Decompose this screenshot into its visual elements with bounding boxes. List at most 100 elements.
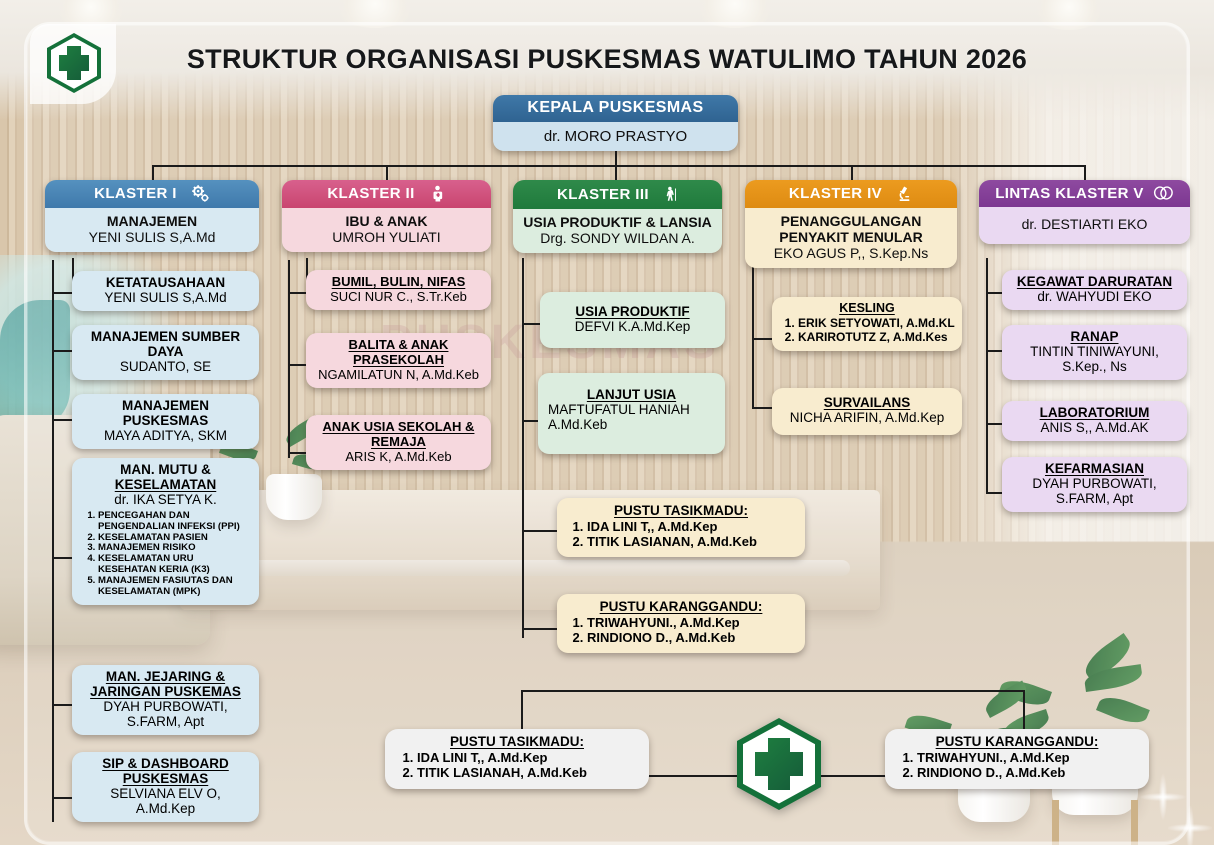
klaster1-header: KLASTER I [94,185,177,202]
node-lanjut-usia[interactable]: LANJUT USIA MAFTUFATUL HANIAH A.Md.Keb [538,373,725,454]
item-name: NGAMILATUN N, A.Md.Keb [318,367,479,382]
list-item: IDA LINI T,, A.Md.Kep [587,519,799,535]
item-name: SUDANTO, SE [119,359,212,374]
klaster2-name: UMROH YULIATI [332,229,441,245]
klaster4-header: KLASTER IV [788,185,883,202]
item-name: SUCI NUR C., S.Tr.Keb [330,289,467,304]
sublist-item: MANAJEMEN RISIKO [98,543,253,554]
list-item: IDA LINI T,, A.Md.Kep [417,750,643,766]
node-manajemen-sumber-daya[interactable]: MANAJEMEN SUMBER DAYA SUDANTO, SE [72,325,259,380]
item-name-line1: DYAH PURBOWATI, [1032,476,1157,491]
klaster4-title-line2: PENYAKIT MENULAR [779,229,923,245]
item-name-line2: S.FARM, Apt [1055,491,1134,506]
klaster4-title-line1: PENANGGULANGAN [780,213,922,229]
node-kefarmasian[interactable]: KEFARMASIAN DYAH PURBOWATI, S.FARM, Apt [1002,457,1187,512]
item-name: ANIS S,, A.Md.AK [1040,420,1149,435]
list-item: RINDIONO D., A.Md.Keb [917,765,1143,781]
sublist-item: KESELAMATAN PASIEN [98,532,253,544]
node-pustu-tasikmadu-mid[interactable]: PUSTU TASIKMADU: IDA LINI T,, A.Md.Kep T… [557,498,805,558]
node-usia-produktif[interactable]: USIA PRODUKTIF DEFVI K.A.Md.Kep [540,292,725,348]
node-manajemen-puskesmas[interactable]: MANAJEMEN PUSKESMAS MAYA ADITYA, SKM [72,394,259,449]
item-title: KESLING [839,301,895,315]
mutu-sublist: PENCEGAHAN DAN PENGENDALIAN INFEKSI (PPI… [78,510,253,598]
item-name: ARIS K, A.Md.Keb [345,449,452,464]
list-item: TITIK LASIANAN, A.Md.Keb [587,534,799,550]
node-kegawat-daruratan[interactable]: KEGAWAT DARURATAN dr. WAHYUDI EKO [1002,270,1187,310]
item-name: YENI SULIS S,A.Md [104,290,227,305]
item-name-line2: S.Kep., Ns [1062,359,1127,374]
item-title: PUSTU TASIKMADU: [450,734,584,749]
item-title: PUSTU KARANGGANDU: [935,734,1099,749]
klaster2-header: KLASTER II [327,185,415,202]
item-title-line2: PUSKESMAS [122,771,209,786]
node-anak-usia-sekolah-remaja[interactable]: ANAK USIA SEKOLAH & REMAJA ARIS K, A.Md.… [306,415,491,470]
list-item: KARIROTUTZ Z, A.Md.Kes [798,330,957,345]
node-ketatausahaan[interactable]: KETATAUSAHAAN YENI SULIS S,A.Md [72,271,259,311]
item-title-line1: MAN. MUTU & [120,462,211,477]
node-kepala-puskesmas[interactable]: KEPALA PUSKESMAS dr. MORO PRASTYO [493,95,738,151]
sublist-item: PENCEGAHAN DAN PENGENDALIAN INFEKSI (PPI… [98,510,253,533]
kepala-name: dr. MORO PRASTYO [493,122,738,151]
item-title-line2: REMAJA [371,434,426,449]
item-name: MAYA ADITYA, SKM [103,428,228,443]
item-title: USIA PRODUKTIF [575,304,690,319]
node-man-jejaring-jaringan[interactable]: MAN. JEJARING & JARINGAN PUSKEMAS DYAH P… [72,665,259,735]
node-balita-anak-prasekolah[interactable]: BALITA & ANAK PRASEKOLAH NGAMILATUN N, A… [306,333,491,388]
item-name-line2: S.FARM, Apt [126,714,205,729]
node-footer-pustu-karanggandu[interactable]: PUSTU KARANGGANDU: TRIWAHYUNI., A.Md.Kep… [885,729,1149,790]
counter-trim [210,560,850,576]
list-item: RINDIONO D., A.Md.Keb [587,630,799,646]
sublist-item: MANAJEMEN FASIUTAS DAN KESELAMATAN (MPK) [98,575,253,598]
node-pustu-karanggandu-mid[interactable]: PUSTU KARANGGANDU: TRIWAHYUNI., A.Md.Kep… [557,594,805,654]
item-title-line1: SIP & DASHBOARD [102,756,229,771]
klaster3-name: Drg. SONDY WILDAN A. [540,230,695,246]
node-klaster-2[interactable]: KLASTER II IBU & ANAK UMROH YULIATI [282,180,491,252]
item-title-line2: PRASEKOLAH [352,352,444,367]
node-bumil-bulin-nifas[interactable]: BUMIL, BULIN, NIFAS SUCI NUR C., S.Tr.Ke… [306,270,491,310]
wall-art-shape [0,300,70,430]
node-kesling[interactable]: KESLING ERIK SETYOWATI, A.Md.KL KARIROTU… [772,297,962,352]
item-name-line2: A.Md.Keb [548,417,608,432]
kepala-header: KEPALA PUSKESMAS [493,95,738,122]
page-title: STRUKTUR ORGANISASI PUSKESMAS WATULIMO T… [186,44,1028,74]
item-name-line1: TINTIN TINIWAYUNI, [1030,344,1159,359]
item-title: MANAJEMEN PUSKESMAS [121,398,209,428]
item-title: LABORATORIUM [1039,405,1150,420]
item-title: PUSTU KARANGGANDU: [599,599,763,614]
item-name: dr. IKA SETYA K. [114,492,217,507]
list-item: TRIWAHYUNI., A.Md.Kep [917,750,1143,766]
list-item: ERIK SETYOWATI, A.Md.KL [798,316,957,331]
klaster1-name: YENI SULIS S,A.Md [88,229,216,245]
node-klaster-3[interactable]: KLASTER III USIA PRODUKTIF & LANSIA Drg.… [513,180,722,253]
item-title-line2: JARINGAN PUSKEMAS [90,684,241,699]
footer-list: TRIWAHYUNI., A.Md.Kep RINDIONO D., A.Md.… [891,750,1143,781]
klaster3-header: KLASTER III [557,185,649,203]
node-sip-dashboard-puskesmas[interactable]: SIP & DASHBOARD PUSKESMAS SELVIANA ELV O… [72,752,259,822]
node-ranap[interactable]: RANAP TINTIN TINIWAYUNI, S.Kep., Ns [1002,325,1187,380]
node-survailans[interactable]: SURVAILANS NICHA ARIFIN, A.Md.Kep [772,388,962,435]
node-klaster-5[interactable]: LINTAS KLASTER V dr. DESTIARTI EKO [979,180,1190,244]
list-item: TITIK LASIANAH, A.Md.Keb [417,765,643,781]
list-item: TRIWAHYUNI., A.Md.Kep [587,615,799,631]
node-laboratorium[interactable]: LABORATORIUM ANIS S,, A.Md.AK [1002,401,1187,441]
node-man-mutu-keselamatan[interactable]: MAN. MUTU & KESELAMATAN dr. IKA SETYA K.… [72,458,259,605]
klaster3-title: USIA PRODUKTIF & LANSIA [523,214,712,230]
node-footer-pustu-tasikmadu[interactable]: PUSTU TASIKMADU: IDA LINI T,, A.Md.Kep T… [385,729,649,790]
puskesmas-hex-logo-footer [737,718,821,810]
item-title: BUMIL, BULIN, NIFAS [331,274,466,289]
item-title: KETATAUSAHAAN [105,275,226,290]
item-title: PUSTU TASIKMADU: [614,503,748,518]
node-klaster-1[interactable]: KLASTER I MANAJEMEN YENI SULIS S,A.Md [45,180,259,252]
kepala-title: KEPALA PUSKESMAS [527,99,704,116]
item-title: KEFARMASIAN [1044,461,1144,476]
item-title: SURVAILANS [823,395,911,410]
item-name-line1: DYAH PURBOWATI, [103,699,228,714]
item-title-line2: KESELAMATAN [114,477,217,492]
item-title-line1: MAN. JEJARING & [105,669,226,684]
linked-rings-icon [1152,184,1174,202]
klaster1-title: MANAJEMEN [106,213,198,229]
pustu-list: TRIWAHYUNI., A.Md.Kep RINDIONO D., A.Md.… [563,615,799,646]
gears-icon [191,184,210,203]
node-klaster-4[interactable]: KLASTER IV PENANGGULANGAN PENYAKIT MENUL… [745,180,957,268]
